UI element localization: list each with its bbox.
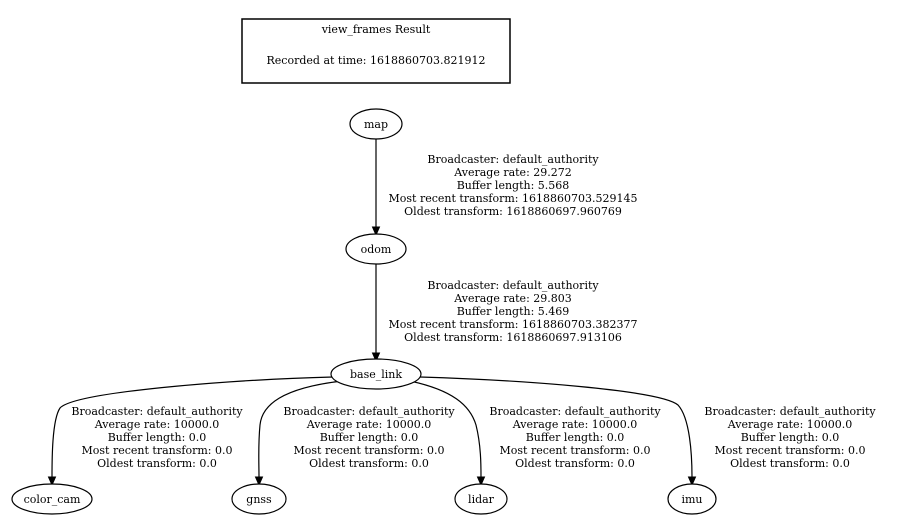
node-lidar-ellipse — [454, 483, 508, 515]
edge-label-base-link-gnss: Broadcaster: default_authority Average r… — [283, 405, 455, 470]
node-odom-label: odom — [361, 243, 392, 256]
edge-label-line: Most recent transform: 1618860703.382377 — [389, 318, 638, 331]
edge-label-line: Average rate: 10000.0 — [306, 418, 432, 431]
edge-label-odom-base-link: Broadcaster: default_authority Average r… — [389, 279, 638, 344]
edge-label-map-odom: Broadcaster: default_authority Average r… — [389, 153, 638, 218]
edge-label-line: Average rate: 10000.0 — [727, 418, 853, 431]
node-gnss-ellipse — [231, 483, 287, 515]
arrow-base-link-imu — [687, 476, 697, 487]
edge-base-link-imu — [419, 376, 693, 478]
edge-base-link-gnss — [258, 380, 343, 478]
edge-label-line: Buffer length: 0.0 — [526, 431, 625, 444]
edge-label-line: Buffer length: 0.0 — [108, 431, 207, 444]
edge-base-link-lidar — [409, 380, 482, 478]
arrow-odom-base-link — [371, 352, 381, 363]
arrow-base-link-gnss — [254, 476, 264, 487]
edge-label-line: Buffer length: 0.0 — [320, 431, 419, 444]
edge-label-line: Oldest transform: 1618860697.960769 — [404, 205, 622, 218]
edge-label-line: Average rate: 29.803 — [453, 292, 572, 305]
edge-label-line: Broadcaster: default_authority — [427, 153, 599, 166]
edge-label-line: Oldest transform: 0.0 — [515, 457, 635, 470]
edge-label-line: Buffer length: 5.568 — [457, 179, 570, 192]
edge-label-line: Broadcaster: default_authority — [71, 405, 243, 418]
edge-label-base-link-color-cam: Broadcaster: default_authority Average r… — [71, 405, 243, 470]
edge-label-base-link-lidar: Broadcaster: default_authority Average r… — [489, 405, 661, 470]
edge-label-line: Broadcaster: default_authority — [427, 279, 599, 292]
result-header: view_frames Result Recorded at time: 161… — [241, 18, 511, 84]
header-box — [241, 18, 511, 84]
header-title: view_frames Result — [321, 23, 431, 36]
edge-label-line: Average rate: 10000.0 — [94, 418, 220, 431]
node-lidar-label: lidar — [468, 493, 495, 506]
node-gnss-label: gnss — [246, 493, 272, 506]
edge-label-line: Most recent transform: 0.0 — [500, 444, 651, 457]
edge-label-line: Broadcaster: default_authority — [704, 405, 876, 418]
edge-label-base-link-imu: Broadcaster: default_authority Average r… — [704, 405, 876, 470]
arrow-base-link-lidar — [476, 476, 486, 487]
edge-label-line: Broadcaster: default_authority — [489, 405, 661, 418]
edge-label-line: Oldest transform: 0.0 — [97, 457, 217, 470]
edge-label-line: Buffer length: 5.469 — [457, 305, 570, 318]
edge-label-line: Average rate: 29.272 — [453, 166, 572, 179]
node-imu-ellipse — [667, 483, 717, 515]
edge-label-line: Broadcaster: default_authority — [283, 405, 455, 418]
edge-label-line: Oldest transform: 0.0 — [730, 457, 850, 470]
edge-label-line: Most recent transform: 0.0 — [715, 444, 866, 457]
header-recorded-time: Recorded at time: 1618860703.821912 — [267, 54, 486, 67]
arrow-map-odom — [371, 226, 381, 237]
node-map-ellipse — [349, 108, 403, 140]
edges — [47, 139, 697, 487]
node-gnss: gnss — [231, 483, 287, 515]
node-color-cam: color_cam — [11, 483, 93, 515]
node-color-cam-label: color_cam — [24, 493, 81, 506]
node-base-link-ellipse — [330, 358, 422, 390]
node-map: map — [349, 108, 403, 140]
node-odom-ellipse — [345, 233, 407, 265]
node-color-cam-ellipse — [11, 483, 93, 515]
node-imu-label: imu — [681, 493, 702, 506]
node-map-label: map — [364, 118, 388, 131]
edge-base-link-color-cam — [51, 376, 334, 478]
edge-label-line: Most recent transform: 1618860703.529145 — [389, 192, 638, 205]
node-odom: odom — [345, 233, 407, 265]
edge-label-line: Most recent transform: 0.0 — [82, 444, 233, 457]
node-imu: imu — [667, 483, 717, 515]
edge-label-line: Average rate: 10000.0 — [512, 418, 638, 431]
edge-label-line: Most recent transform: 0.0 — [294, 444, 445, 457]
edge-label-line: Oldest transform: 0.0 — [309, 457, 429, 470]
node-base-link: base_link — [330, 358, 422, 390]
edge-label-line: Buffer length: 0.0 — [741, 431, 840, 444]
node-lidar: lidar — [454, 483, 508, 515]
node-base-link-label: base_link — [350, 368, 402, 381]
edge-label-line: Oldest transform: 1618860697.913106 — [404, 331, 622, 344]
arrow-base-link-color-cam — [47, 476, 57, 487]
